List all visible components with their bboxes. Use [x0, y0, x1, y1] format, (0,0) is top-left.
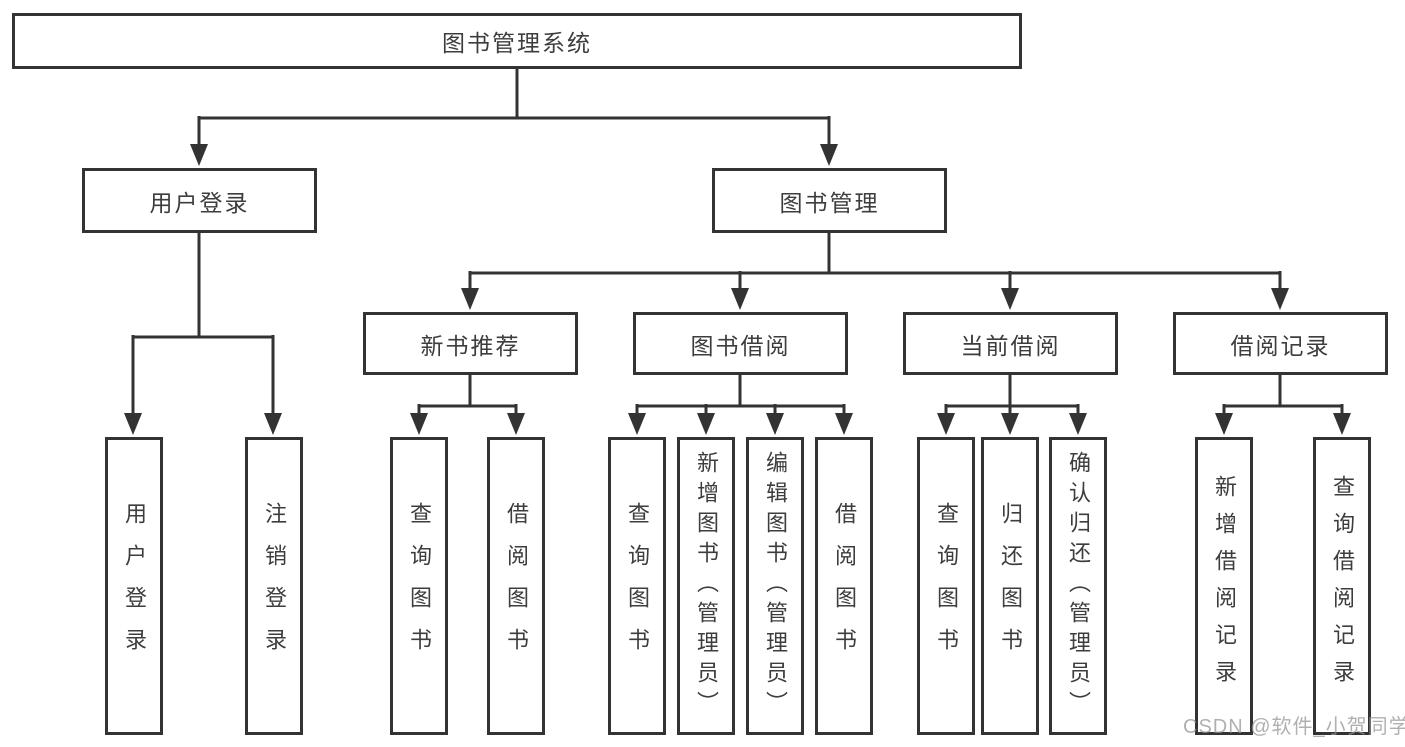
arrowhead	[628, 413, 646, 435]
arrowhead	[835, 413, 853, 435]
arrowhead	[1001, 288, 1019, 310]
arrowheads	[124, 144, 1351, 435]
node-user-login: 用户登录	[82, 168, 317, 233]
leaf-add-books-admin: 新增图书（管理员）	[677, 437, 735, 735]
leaf-query-books-recommend: 查询图书	[390, 437, 448, 735]
arrowhead	[820, 144, 838, 166]
arrowhead	[697, 413, 715, 435]
arrowhead	[1001, 413, 1019, 435]
leaf-edit-books-admin: 编辑图书（管理员）	[746, 437, 804, 735]
arrowhead	[1069, 413, 1087, 435]
node-label: 图书管理	[779, 189, 880, 216]
leaf-label: 注销登录	[262, 502, 287, 670]
leaf-label: 查询借阅记录	[1330, 475, 1355, 697]
leaf-user-login: 用户登录	[105, 437, 163, 735]
leaf-label: 借阅图书	[832, 502, 857, 670]
arrowhead	[766, 413, 784, 435]
csdn-watermark: CSDN @软件_小贺同学	[1183, 716, 1405, 738]
node-label: 当前借阅	[960, 332, 1061, 359]
connector-current-borrow-to-leaves	[944, 375, 1080, 413]
arrowhead	[190, 144, 208, 166]
leaf-return-books: 归还图书	[981, 437, 1039, 735]
leaf-label: 新增图书（管理员）	[694, 451, 719, 721]
arrowhead	[937, 413, 955, 435]
connector-book-borrow-to-leaves	[635, 375, 846, 413]
arrowhead	[731, 288, 749, 310]
leaf-label: 查询图书	[407, 502, 432, 670]
leaf-logout: 注销登录	[245, 437, 303, 735]
arrowhead	[124, 413, 142, 435]
leaf-borrow-books-recommend: 借阅图书	[487, 437, 545, 735]
node-new-book-recommend: 新书推荐	[363, 312, 578, 375]
leaf-query-books-borrow: 查询图书	[608, 437, 666, 735]
connector-user-login-to-leaves	[131, 233, 275, 413]
arrowhead	[410, 413, 428, 435]
connector-root-to-level2	[197, 69, 831, 144]
node-label: 图书借阅	[690, 332, 791, 359]
leaf-query-borrow-record: 查询借阅记录	[1313, 437, 1371, 735]
connector-new-books-to-leaves	[417, 375, 518, 413]
leaf-label: 归还图书	[998, 502, 1023, 670]
leaf-label: 查询图书	[625, 502, 650, 670]
node-current-borrow: 当前借阅	[903, 312, 1118, 375]
arrowhead	[1271, 288, 1289, 310]
node-borrow-records: 借阅记录	[1173, 312, 1388, 375]
arrowhead	[264, 413, 282, 435]
leaf-borrow-books: 借阅图书	[815, 437, 873, 735]
node-book-borrow: 图书借阅	[633, 312, 848, 375]
leaf-query-books-current: 查询图书	[917, 437, 975, 735]
node-label: 新书推荐	[420, 332, 521, 359]
arrowhead	[1215, 413, 1233, 435]
node-label: 图书管理系统	[442, 30, 592, 56]
leaf-confirm-return-admin: 确认归还（管理员）	[1049, 437, 1107, 735]
arrowhead	[507, 413, 525, 435]
arrowhead	[461, 288, 479, 310]
leaf-label: 编辑图书（管理员）	[763, 451, 788, 721]
arrowhead	[1333, 413, 1351, 435]
leaf-label: 用户登录	[122, 502, 147, 670]
leaf-add-borrow-record: 新增借阅记录	[1195, 437, 1253, 735]
node-book-management: 图书管理	[712, 168, 947, 233]
connector-records-to-leaves	[1222, 375, 1344, 413]
node-label: 借阅记录	[1230, 332, 1331, 359]
leaf-label: 借阅图书	[504, 502, 529, 670]
node-label: 用户登录	[149, 189, 250, 216]
node-system-root: 图书管理系统	[12, 13, 1022, 69]
connector-book-mgmt-to-level3	[468, 233, 1282, 288]
leaf-label: 新增借阅记录	[1212, 475, 1237, 697]
leaf-label: 查询图书	[934, 502, 959, 670]
leaf-label: 确认归还（管理员）	[1066, 451, 1091, 721]
